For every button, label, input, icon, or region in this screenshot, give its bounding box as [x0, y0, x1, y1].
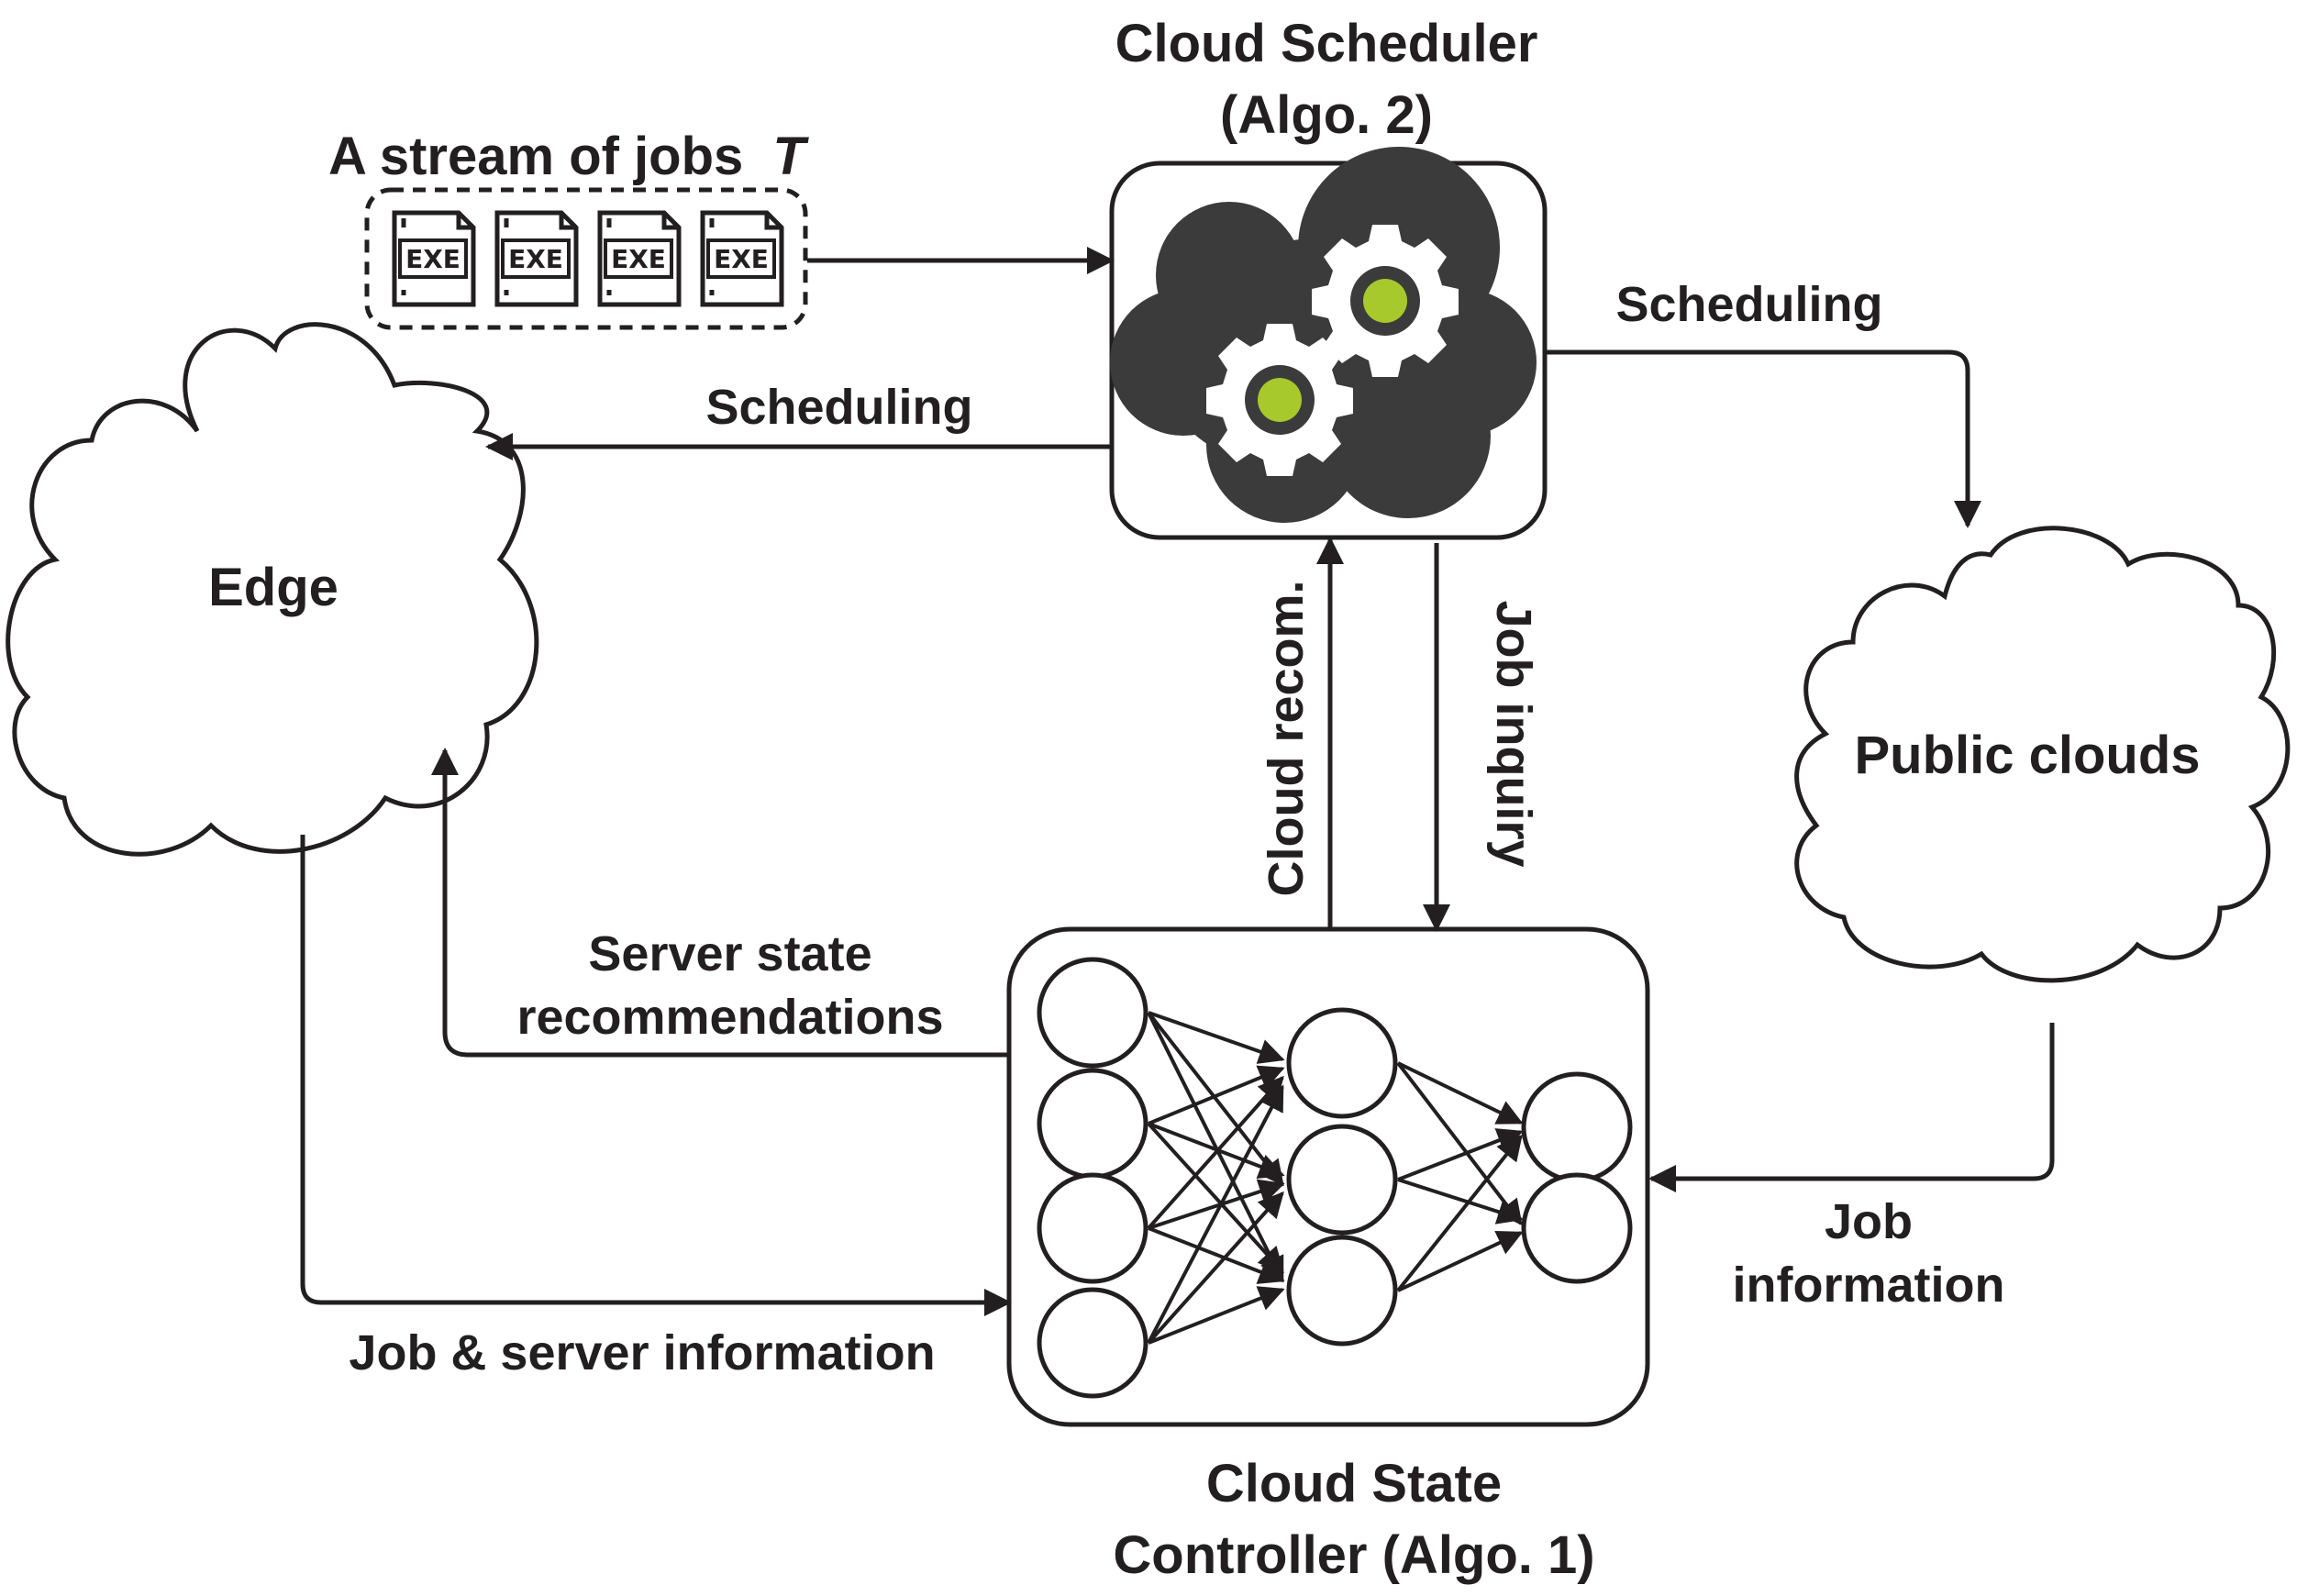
- input-node: [1037, 957, 1148, 1069]
- job-info-label-line2: information: [1733, 1258, 2005, 1313]
- server-state-arrow: [431, 748, 1009, 1058]
- job-info-label-line1: Job: [1825, 1194, 1913, 1249]
- scheduler-title-line1: Cloud Scheduler: [1115, 14, 1538, 73]
- input-node: [1037, 1172, 1148, 1284]
- server-state-label-line1: Server state: [588, 926, 871, 981]
- input-node: [1037, 1068, 1148, 1180]
- public-clouds-shape: [1794, 526, 2291, 983]
- scheduling-to-public-arrow: [1545, 349, 1981, 528]
- server-state-label-line2: recommendations: [516, 990, 943, 1045]
- public-clouds: Public clouds: [1794, 526, 2291, 983]
- exe-file-icon: EXE: [703, 213, 782, 305]
- input-node: [1037, 1287, 1148, 1399]
- exe-file-icon: EXE: [600, 213, 679, 305]
- svg-text:EXE: EXE: [611, 244, 666, 274]
- edge-cloud: Edge: [6, 322, 539, 857]
- nn-edges: [1147, 1011, 1524, 1345]
- exe-file-icon: EXE: [497, 213, 576, 305]
- cloud-recom-label: Cloud recom.: [1259, 580, 1314, 896]
- controller-title-line1: Cloud State: [1206, 1454, 1502, 1513]
- gear-icon: [1206, 324, 1353, 476]
- cloud-gears-icon: [1110, 147, 1537, 523]
- scheduling-right-label: Scheduling: [1615, 277, 1882, 332]
- job-server-info-label: Job & server information: [349, 1325, 935, 1380]
- stream-label-text: A stream of jobs: [328, 127, 743, 186]
- scheduling-left-label: Scheduling: [705, 380, 972, 435]
- exe-file-icon: EXE: [394, 213, 473, 305]
- edge-label: Edge: [208, 558, 338, 617]
- stream-symbol: T: [772, 127, 809, 186]
- hidden-node: [1286, 1235, 1398, 1347]
- output-node: [1521, 1172, 1633, 1284]
- controller-title-line2: Controller (Algo. 1): [1113, 1525, 1594, 1585]
- public-clouds-label: Public clouds: [1854, 726, 2200, 785]
- svg-text:EXE: EXE: [714, 244, 769, 274]
- svg-text:EXE: EXE: [405, 244, 460, 274]
- job-info-arrow: [1648, 1023, 2055, 1192]
- hidden-node: [1286, 1124, 1398, 1236]
- gear-icon: [1312, 225, 1459, 377]
- job-server-info-arrow: [300, 835, 1012, 1316]
- edge-cloud-shape: [6, 322, 539, 857]
- cloud-state-controller: [1006, 926, 1650, 1427]
- job-stream: A stream of jobs T EXE EXE EXE EXE: [328, 127, 809, 330]
- neural-network-icon: [1037, 957, 1633, 1399]
- job-inquiry-label: Job inquiry: [1486, 600, 1541, 867]
- svg-text:EXE: EXE: [508, 244, 563, 274]
- output-node: [1521, 1071, 1633, 1183]
- scheduler-title-line2: (Algo. 2): [1220, 85, 1433, 145]
- hidden-node: [1286, 1007, 1398, 1119]
- stream-label: A stream of jobs T: [328, 127, 809, 186]
- cloud-scheduler: [1109, 147, 1548, 540]
- stream-box: [364, 187, 808, 330]
